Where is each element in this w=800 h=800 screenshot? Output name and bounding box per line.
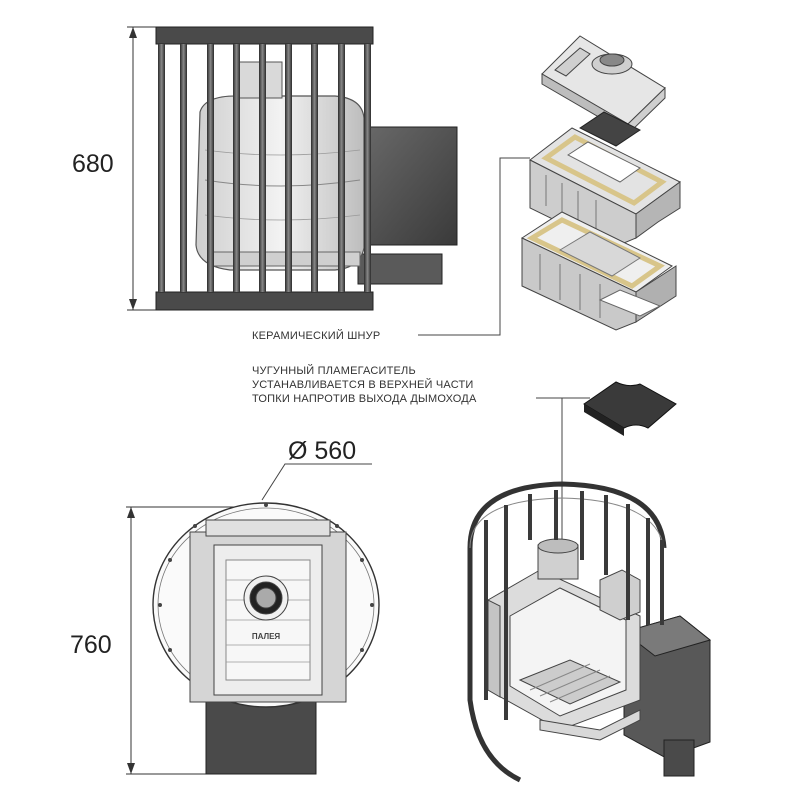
- cord-leader-line: [418, 157, 530, 336]
- exploded-view: КЕРАМИЧЕСКИЙ ШНУР: [252, 35, 681, 342]
- diameter-label: Ø 560: [288, 437, 356, 465]
- cage-front-arc: [467, 548, 522, 783]
- spreader-leader-line: [536, 397, 563, 548]
- note-line-3: ТОПКИ НАПРОТИВ ВЫХОДА ДЫМОХОДА: [252, 393, 477, 405]
- upper-section: [529, 127, 681, 249]
- cage-top-ring: [467, 481, 667, 549]
- ceramic-cord-lower: [526, 217, 665, 289]
- stove-cutaway: [487, 538, 641, 741]
- stove-top: [189, 519, 347, 703]
- top-view: Ø 560 760: [70, 437, 380, 775]
- sectional-view: [467, 481, 712, 783]
- cage-bottom-rail: [155, 291, 374, 311]
- front-view: 680: [72, 26, 458, 311]
- height-dimension-top: [127, 26, 160, 311]
- diameter-leader: [261, 463, 372, 501]
- cage-top-rail: [155, 26, 374, 45]
- cage-rods-3d: [484, 490, 664, 720]
- cage-rods: [158, 44, 371, 292]
- cover-plate: [579, 111, 641, 147]
- ceramic-cord-upper: [541, 134, 667, 206]
- flame-spreader-note: ЧУГУННЫЙ ПЛАМЕГАСИТЕЛЬ УСТАНАВЛИВАЕТСЯ В…: [252, 364, 677, 548]
- note-line-1: ЧУГУННЫЙ ПЛАМЕГАСИТЕЛЬ: [252, 364, 416, 377]
- height-label-760: 760: [70, 631, 112, 659]
- flame-spreader-plate: [583, 381, 677, 429]
- door-brand-text: ПАЛЕЯ: [252, 632, 281, 641]
- note-line-2: УСТАНАВЛИВАЕТСЯ В ВЕРХНЕЙ ЧАСТИ: [252, 378, 474, 391]
- lower-section: [520, 211, 677, 331]
- ash-pan: [357, 253, 443, 285]
- firebox-tunnel: [357, 126, 458, 246]
- height-label-680: 680: [72, 150, 114, 178]
- ceramic-cord-label: КЕРАМИЧЕСКИЙ ШНУР: [252, 329, 380, 342]
